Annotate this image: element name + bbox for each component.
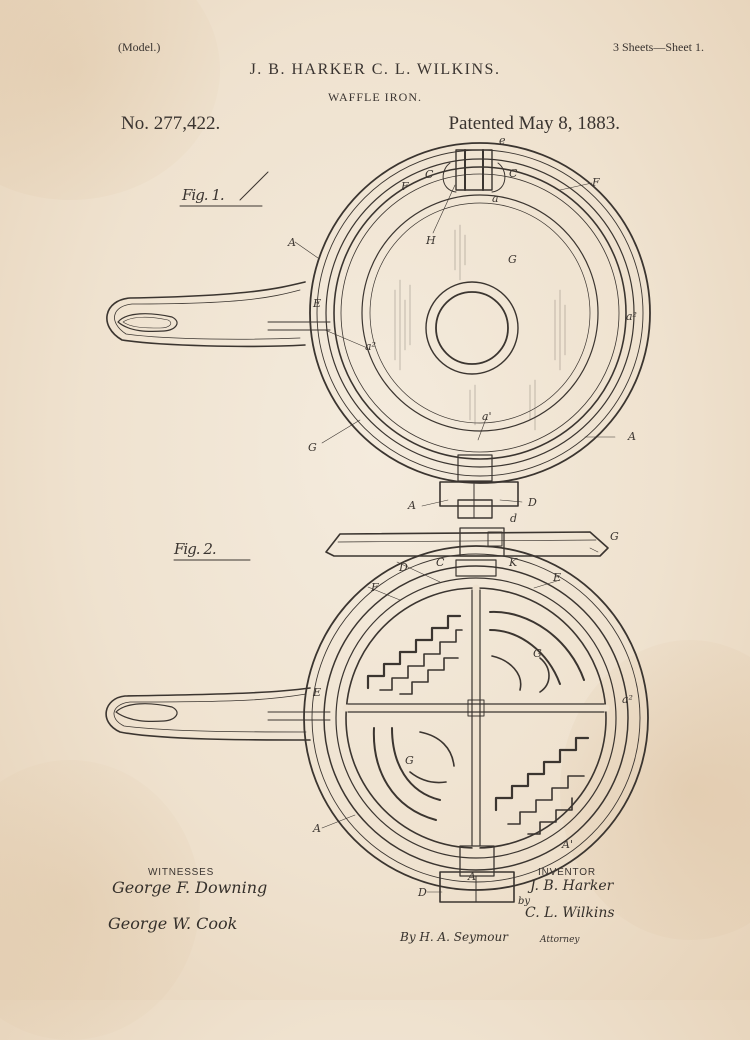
witness-signature-1: George F. Downing (112, 878, 268, 897)
ref-label: A (287, 236, 296, 249)
figure-2-drawing (105, 527, 649, 903)
patent-drawing: e F C C F a A H G E a² a² a' G A A D d G… (105, 134, 651, 903)
patent-number: No. 277,422. (121, 113, 221, 134)
ref-label: C (509, 167, 518, 180)
ref-label: A (627, 430, 636, 443)
figure-1-drawing (106, 142, 651, 519)
inventor-label: INVENTOR (538, 867, 596, 878)
ref-label: G (308, 441, 317, 454)
attorney-label: Attorney (540, 935, 580, 945)
ref-label: D (417, 886, 427, 899)
ref-label: a' (482, 410, 492, 423)
figure-1-labels: e F C C F a A H G E a² a² a' G A A D (287, 134, 637, 512)
ref-label: E (552, 571, 561, 584)
ref-label: a² (626, 310, 637, 323)
ref-label: F (370, 581, 379, 594)
ref-label: C (425, 168, 434, 181)
ref-label: E (312, 686, 321, 699)
inventor-by: by (518, 896, 531, 907)
witness-signature-2: George W. Cook (108, 914, 238, 933)
ref-label: G (405, 754, 414, 767)
ref-label: a (492, 192, 499, 205)
ref-label: G (610, 530, 619, 543)
ref-label: D (398, 561, 408, 574)
patent-date: Patented May 8, 1883. (448, 113, 620, 134)
inventor-signature-2: C. L. Wilkins (525, 905, 615, 921)
ref-label: e (499, 134, 506, 147)
figure-2-label: Fig. 2. (174, 540, 217, 558)
ref-label: F (400, 180, 409, 193)
ref-label: H (425, 234, 436, 247)
sheet-count: 3 Sheets—Sheet 1. (613, 40, 704, 54)
model-note: (Model.) (118, 40, 161, 54)
patent-title: WAFFLE IRON. (327, 90, 422, 104)
ref-label: G (508, 253, 517, 266)
witnesses-label: WITNESSES (148, 867, 215, 878)
ref-label: A (467, 870, 476, 883)
inventor-names: J. B. HARKER C. L. WILKINS. (249, 61, 501, 78)
figure-1-label: Fig. 1. (182, 186, 225, 204)
ref-label: K (508, 556, 518, 569)
figure-2-labels: d G D C K F E E a² G G A A' D A (312, 512, 633, 899)
ref-label: d (510, 512, 517, 525)
ref-label: C (436, 556, 445, 569)
ref-label: a² (365, 340, 376, 353)
ref-label: F (591, 176, 600, 189)
ref-label: G (533, 647, 542, 660)
ref-label: E (312, 297, 321, 310)
ref-label: a² (622, 693, 633, 706)
ref-label: A (407, 499, 416, 512)
ref-label: A' (561, 838, 573, 851)
inventor-signature-1: J. B. Harker (530, 878, 614, 894)
attorney-signature: By H. A. Seymour (400, 930, 508, 944)
ref-label: A (312, 822, 321, 835)
ref-label: D (527, 496, 537, 509)
